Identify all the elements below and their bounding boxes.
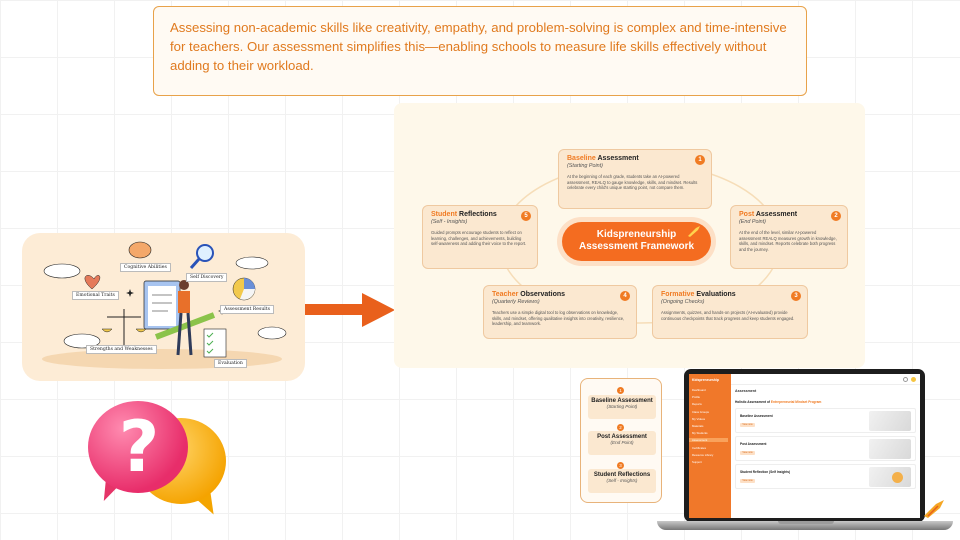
label-self-discovery: Self Discovery	[186, 273, 228, 282]
notification-icon[interactable]	[903, 377, 908, 382]
stage-description: At the end of the level, similar AI-powe…	[739, 230, 837, 252]
laptop-notch	[778, 521, 834, 524]
stage-description: Teachers use a simple digital tool to lo…	[492, 310, 625, 327]
app-logo: Kidspreneurship	[692, 378, 719, 382]
app-main: Assessment Holistic Assessment of Entrep…	[731, 374, 920, 518]
mini-step-number: 3	[617, 462, 624, 469]
nav-item[interactable]: Dashboard	[692, 388, 706, 392]
label-assessment-results: Assessment Results	[220, 305, 274, 314]
label-strengths: Strengths and Weaknesses	[86, 345, 157, 354]
nav-item[interactable]: Support	[692, 459, 702, 464]
nav-item[interactable]: Reports	[692, 402, 702, 407]
row-thumbnail	[869, 467, 911, 487]
stage-title: Post Assessment	[739, 211, 798, 218]
assessment-row[interactable]: Post Assessment View now	[735, 436, 916, 461]
stage-formative: 3 Formative Evaluations (Ongoing Checks)…	[652, 285, 808, 339]
flow-arrow-shaft	[305, 304, 363, 315]
illustration-art	[42, 241, 287, 369]
stage-description: Guided prompts encourage students to ref…	[431, 230, 527, 247]
mini-item-student: Student Reflections (Self - Insights)	[588, 469, 656, 493]
skills-illustration: Cognitive Abilities Self Discovery Emoti…	[22, 233, 305, 381]
framework-subtitle: Assessment Framework	[578, 241, 695, 252]
view-button[interactable]: View now	[740, 479, 755, 483]
stage-baseline: 1 Baseline Assessment (Starting Point) A…	[558, 149, 712, 209]
assessment-mini-card: 1 Baseline Assessment (Starting Point) 2…	[580, 378, 662, 503]
stage-subtitle: (Self - Insights)	[431, 219, 468, 225]
intro-text: Assessing non-academic skills like creat…	[170, 20, 787, 73]
label-cognitive: Cognitive Abilities	[120, 263, 171, 272]
question-bubble-pink	[88, 401, 188, 493]
stage-title: Student Reflections	[431, 211, 497, 218]
stage-number: 3	[791, 291, 801, 301]
assessment-row[interactable]: Baseline Assessment View now	[735, 408, 916, 433]
mini-step-number: 1	[617, 387, 624, 394]
stage-subtitle: (Ongoing Checks)	[661, 299, 705, 305]
avatar[interactable]	[911, 377, 916, 382]
row-thumbnail	[869, 439, 911, 459]
view-button[interactable]: View now	[740, 423, 755, 427]
rocket-icon	[688, 226, 700, 237]
page-title: Assessment	[735, 389, 757, 393]
stage-description: At the beginning of each grade, students…	[567, 174, 698, 191]
nav-item-active[interactable]: Assessment	[689, 438, 728, 443]
stage-number: 4	[620, 291, 630, 301]
intro-callout: Assessing non-academic skills like creat…	[153, 6, 807, 96]
mini-step-number: 2	[617, 424, 624, 431]
mini-item-baseline: Baseline Assessment (Starting Point)	[588, 395, 656, 419]
assessment-heading: Holistic Assessment of Entrepreneurial M…	[735, 400, 822, 404]
nav-item[interactable]: Resource Library	[692, 452, 714, 457]
framework-center-pill: Kidspreneurship Assessment Framework	[562, 222, 711, 261]
stage-subtitle: (End Point)	[739, 219, 766, 225]
assessment-row[interactable]: Student Reflection (Self Insights) View …	[735, 464, 916, 489]
app-topbar	[731, 374, 920, 385]
nav-item[interactable]: My Videos	[692, 416, 706, 421]
nav-item[interactable]: Materials	[692, 423, 704, 428]
flow-arrow-head	[362, 293, 395, 327]
nav-item[interactable]: Class Groups	[692, 409, 709, 414]
label-evaluation: Evaluation	[214, 359, 247, 368]
brand-rocket-icon	[924, 500, 944, 518]
stage-subtitle: (Quarterly Reviews)	[492, 299, 540, 305]
stage-title: Formative Evaluations	[661, 291, 736, 298]
stage-teacher: 4 Teacher Observations (Quarterly Review…	[483, 285, 637, 339]
nav-item[interactable]: Profile	[692, 395, 700, 400]
nav-item[interactable]: My Students	[692, 431, 708, 436]
stage-number: 1	[695, 155, 705, 165]
framework-name: Kidspreneurship	[596, 229, 677, 240]
nav-item[interactable]: Certificates	[692, 445, 706, 450]
app-sidebar: Kidspreneurship Dashboard Profile Report…	[689, 374, 731, 518]
laptop-base	[657, 521, 953, 530]
stage-number: 2	[831, 211, 841, 221]
mini-item-post: Post Assessment (End Point)	[588, 431, 656, 455]
row-thumbnail	[869, 411, 911, 431]
question-mark-icon: ?	[118, 406, 160, 488]
label-emotional: Emotional Traits	[72, 291, 119, 300]
laptop-screen: Kidspreneurship Dashboard Profile Report…	[689, 374, 920, 518]
stage-title: Teacher Observations	[492, 291, 566, 298]
stage-title: Baseline Assessment	[567, 155, 639, 162]
stage-post: 2 Post Assessment (End Point) At the end…	[730, 205, 848, 269]
stage-description: Assignments, quizzes, and hands-on proje…	[661, 310, 795, 321]
stage-subtitle: (Starting Point)	[567, 163, 603, 169]
stage-number: 5	[521, 211, 531, 221]
stage-student: 5 Student Reflections (Self - Insights) …	[422, 205, 538, 269]
view-button[interactable]: View now	[740, 451, 755, 455]
